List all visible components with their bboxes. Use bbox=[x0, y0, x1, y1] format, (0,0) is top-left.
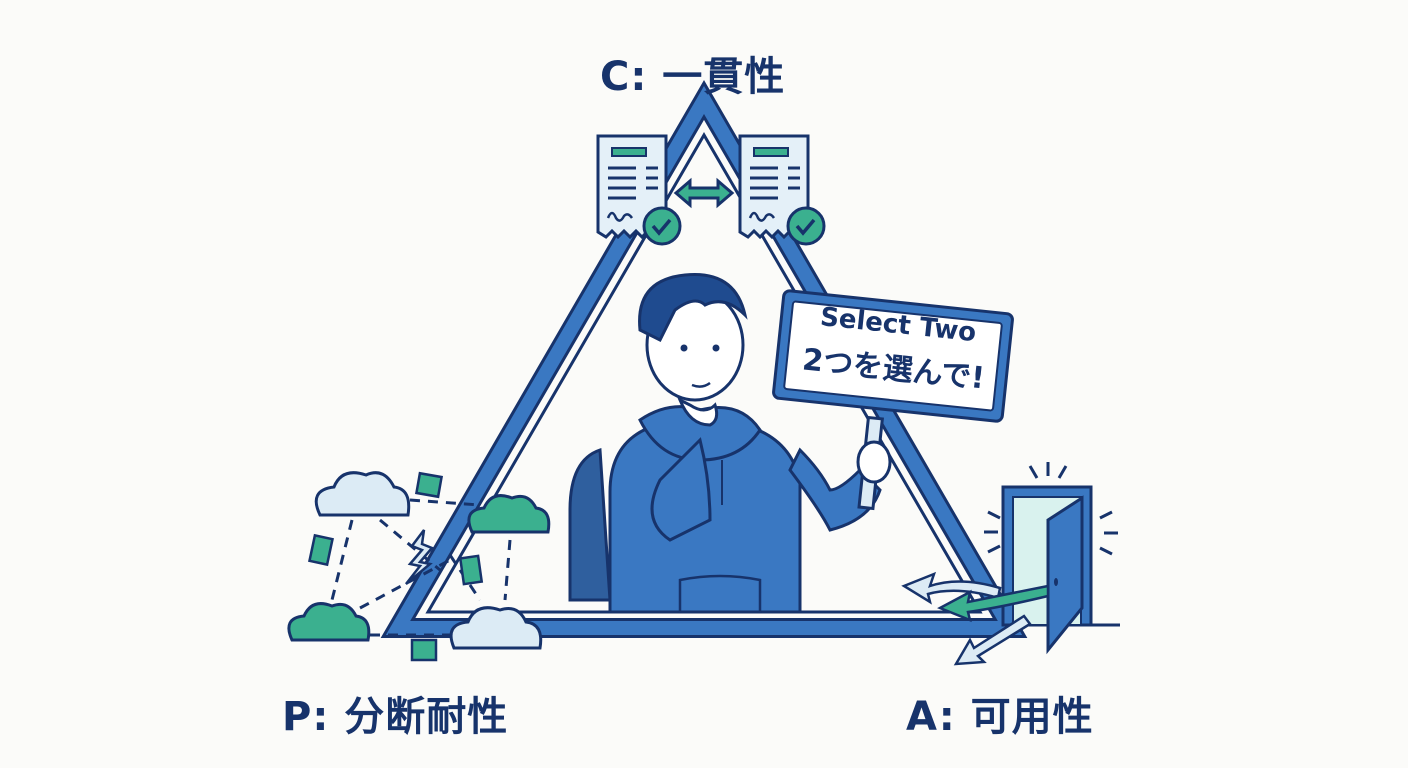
file-icon bbox=[458, 554, 484, 586]
partition-network bbox=[287, 471, 551, 662]
file-icon bbox=[410, 638, 438, 662]
vertex-label-partition-tolerance: P: 分断耐性 bbox=[282, 694, 509, 740]
cloud-icon bbox=[449, 606, 543, 650]
open-door-icon bbox=[984, 462, 1120, 655]
file-icon bbox=[414, 471, 444, 499]
cloud-icon bbox=[287, 602, 371, 642]
sync-arrow-icon bbox=[673, 177, 735, 209]
lightning-icon bbox=[405, 529, 435, 585]
file-icon bbox=[308, 533, 334, 567]
vertex-label-availability: A: 可用性 bbox=[906, 694, 1094, 740]
document-icon bbox=[738, 134, 810, 240]
arrow-icon bbox=[901, 571, 1050, 666]
cloud-icon bbox=[467, 494, 551, 534]
cloud-icon bbox=[314, 471, 411, 517]
vertex-label-consistency: C: 一貫性 bbox=[600, 54, 786, 100]
select-two-sign bbox=[772, 289, 1014, 423]
check-icon bbox=[642, 206, 682, 246]
person-figure bbox=[568, 273, 882, 614]
check-icon bbox=[786, 206, 826, 246]
